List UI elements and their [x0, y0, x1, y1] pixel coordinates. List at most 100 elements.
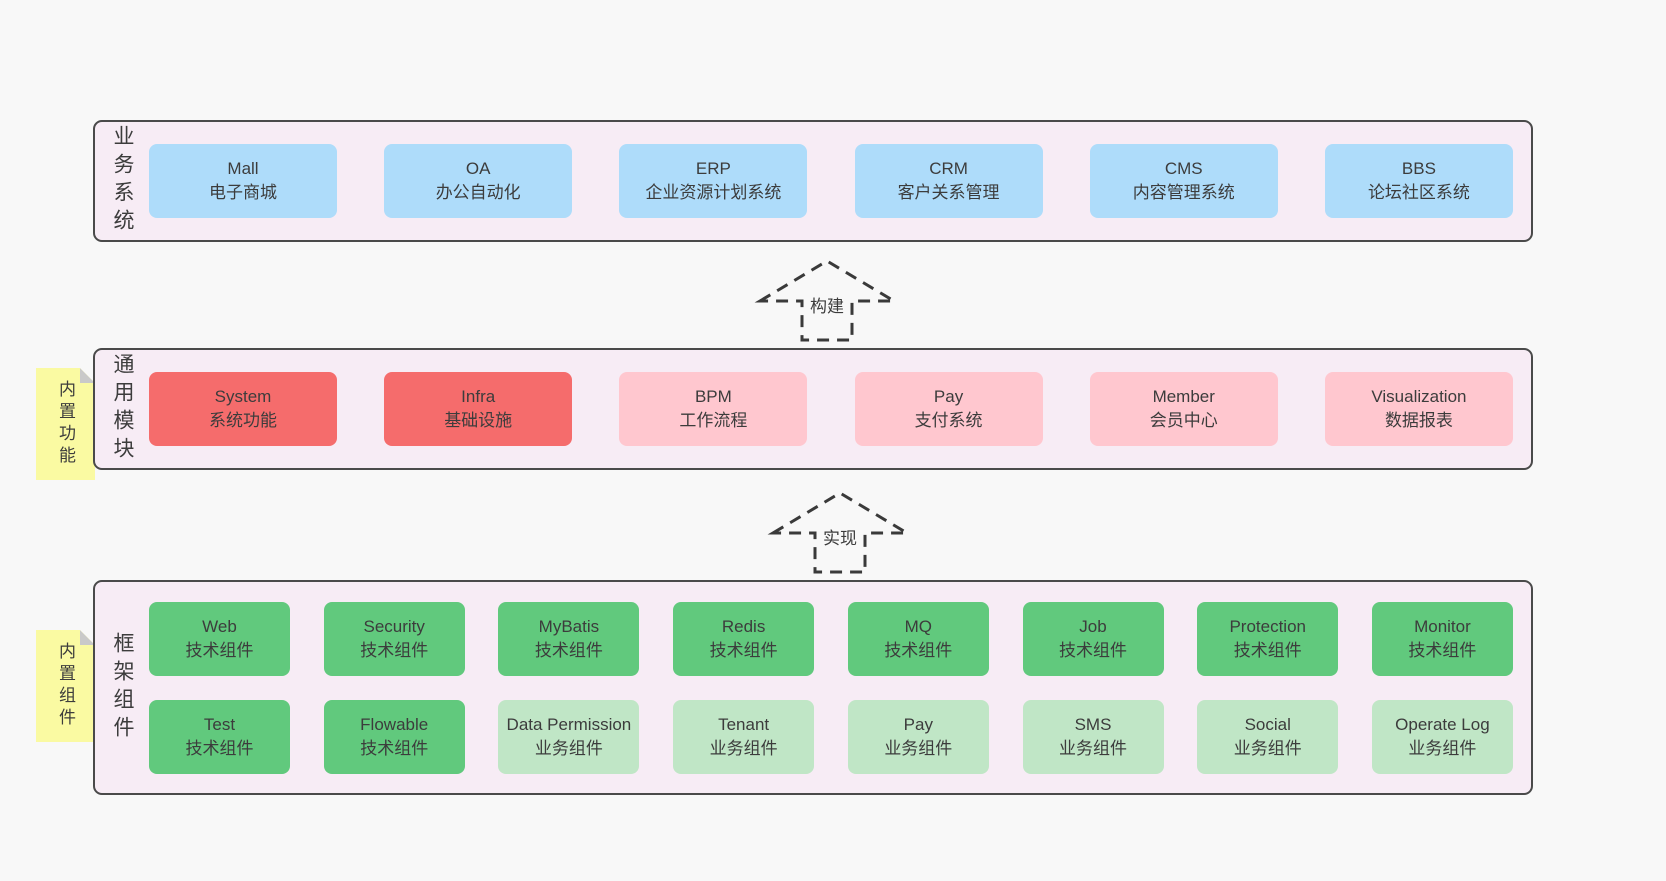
- box-subtitle: 技术组件: [534, 640, 603, 660]
- box-subtitle: 技术组件: [360, 640, 429, 660]
- box-subtitle: 技术组件: [709, 640, 778, 660]
- box-subtitle: 业务组件: [534, 738, 603, 758]
- box-subtitle: 基础设施: [444, 411, 513, 430]
- box-monitor: Monitor 技术组件: [1371, 601, 1513, 676]
- box-mall: Mall 电子商城: [149, 144, 337, 218]
- box-subtitle: 业务组件: [1408, 738, 1477, 758]
- box-title: Tenant: [718, 714, 770, 734]
- box-subtitle: 技术组件: [884, 640, 953, 660]
- box-title: Data Permission: [506, 714, 632, 734]
- box-mq: MQ 技术组件: [847, 601, 989, 676]
- box-subtitle: 数据报表: [1384, 411, 1453, 430]
- box-subtitle: 技术组件: [185, 738, 254, 758]
- box-title: BBS: [1401, 159, 1436, 179]
- box-subtitle: 工作流程: [679, 411, 748, 430]
- box-title: Flowable: [360, 714, 429, 734]
- box-title: Infra: [461, 387, 496, 407]
- box-subtitle: 会员中心: [1149, 411, 1218, 430]
- layer-title-text: 框架组件: [111, 631, 134, 744]
- box-subtitle: 客户关系管理: [897, 183, 1000, 202]
- box-title: Security: [363, 616, 425, 636]
- box-title: Visualization: [1371, 387, 1467, 407]
- box-subtitle: 业务组件: [709, 738, 778, 758]
- arrow-label: 构建: [805, 291, 849, 318]
- box-data-permission: Data Permission 业务组件: [498, 699, 640, 774]
- box-title: System: [214, 387, 272, 407]
- build-arrow: 构建: [752, 255, 902, 343]
- box-title: Member: [1152, 387, 1215, 407]
- up-arrow-icon: [754, 259, 900, 342]
- box-title: Test: [203, 714, 236, 734]
- box-title: OA: [465, 159, 491, 179]
- box-title: Mall: [227, 159, 259, 179]
- box-subtitle: 技术组件: [1059, 640, 1128, 660]
- box-title: Social: [1244, 714, 1291, 734]
- box-subtitle: 技术组件: [185, 640, 254, 660]
- box-crm: CRM 客户关系管理: [854, 144, 1043, 218]
- box-operate-log: Operate Log 业务组件: [1371, 699, 1513, 774]
- boxes-area: Mall 电子商城 OA 办公自动化 ERP 企业资源计划系统 CRM 客户关系管理 CMS 内容…: [149, 122, 1531, 240]
- layer-title: 业务系统: [95, 122, 149, 240]
- box-title: ERP: [695, 159, 731, 179]
- box-title: SMS: [1074, 714, 1112, 734]
- box-title: Pay: [903, 714, 933, 734]
- box-flowable: Flowable 技术组件: [323, 699, 465, 774]
- box-title: CMS: [1164, 159, 1203, 179]
- box-title: Web: [202, 616, 237, 636]
- box-protection: Protection 技术组件: [1197, 601, 1339, 676]
- box-subtitle: 办公自动化: [435, 183, 521, 202]
- box-test: Test 技术组件: [149, 699, 290, 774]
- box-subtitle: 电子商城: [209, 183, 277, 202]
- box-row: Mall 电子商城 OA 办公自动化 ERP 企业资源计划系统 CRM 客户关系管理 CMS 内容…: [149, 144, 1513, 218]
- sticky-note-built-in-components: 内置组件: [36, 630, 95, 742]
- box-title: Redis: [721, 616, 766, 636]
- box-redis: Redis 技术组件: [673, 601, 815, 676]
- box-member: Member 会员中心: [1089, 372, 1278, 446]
- sticky-note-label: 内置功能: [56, 380, 75, 468]
- sticky-note-label: 内置组件: [56, 642, 75, 730]
- box-subtitle: 企业资源计划系统: [645, 183, 782, 202]
- box-title: Monitor: [1414, 616, 1471, 636]
- box-title: Protection: [1229, 616, 1306, 636]
- box-subtitle: 业务组件: [884, 738, 953, 758]
- layer-title-text: 业务系统: [111, 125, 134, 237]
- box-subtitle: 技术组件: [1408, 640, 1477, 660]
- box-title: CRM: [929, 159, 968, 179]
- box-pay: Pay 业务组件: [847, 699, 989, 774]
- box-subtitle: 系统功能: [209, 411, 277, 430]
- box-infra: Infra 基础设施: [384, 372, 573, 446]
- layer-business-systems: 业务系统 Mall 电子商城 OA 办公自动化 ERP 企业资源计划系统 CRM 客户关系管理…: [93, 120, 1533, 242]
- box-subtitle: 支付系统: [914, 411, 983, 430]
- box-bbs: BBS 论坛社区系统: [1324, 144, 1513, 218]
- box-subtitle: 论坛社区系统: [1367, 183, 1470, 202]
- layer-title: 通用模块: [95, 350, 149, 468]
- box-system: System 系统功能: [149, 372, 337, 446]
- box-subtitle: 业务组件: [1233, 738, 1302, 758]
- box-subtitle: 技术组件: [1233, 640, 1302, 660]
- arrow-label: 实现: [818, 523, 862, 550]
- layer-title: 框架组件: [95, 582, 149, 793]
- box-web: Web 技术组件: [149, 601, 290, 676]
- box-oa: OA 办公自动化: [384, 144, 573, 218]
- box-tenant: Tenant 业务组件: [673, 699, 815, 774]
- box-cms: CMS 内容管理系统: [1089, 144, 1278, 218]
- sticky-note-built-in-features: 内置功能: [36, 368, 95, 480]
- box-social: Social 业务组件: [1197, 699, 1339, 774]
- box-subtitle: 内容管理系统: [1132, 183, 1235, 202]
- box-title: MQ: [904, 616, 932, 636]
- box-title: Operate Log: [1395, 714, 1490, 734]
- box-subtitle: 技术组件: [360, 738, 429, 758]
